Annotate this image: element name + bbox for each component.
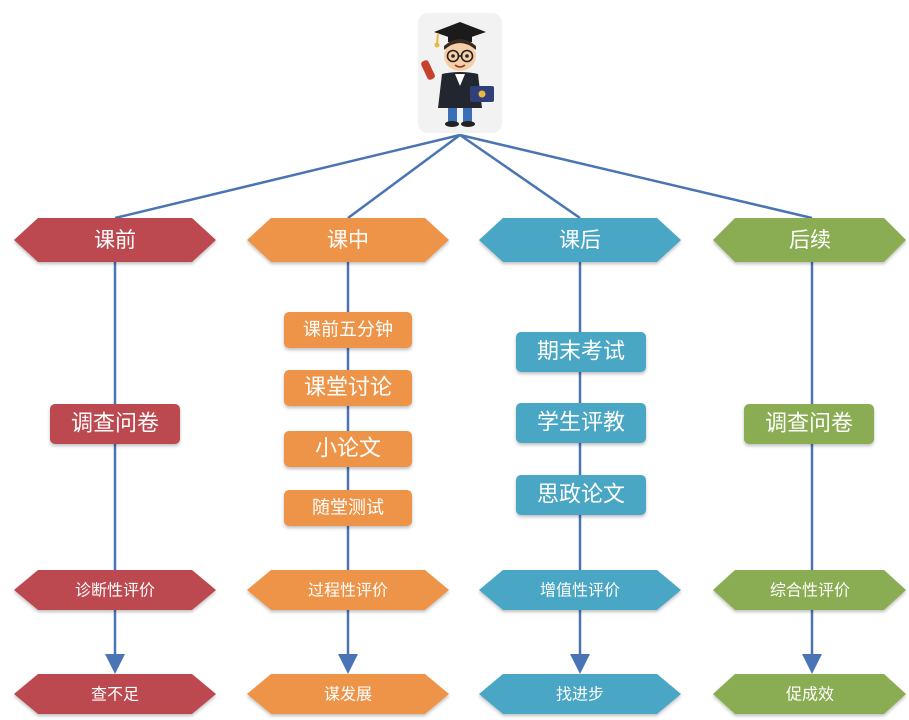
avatar bbox=[418, 13, 502, 133]
header-hexagon bbox=[14, 218, 216, 262]
result-label: 找进步 bbox=[556, 685, 604, 704]
method-label: 课前五分钟 bbox=[303, 320, 393, 341]
method-box bbox=[516, 332, 646, 372]
method-box bbox=[50, 404, 180, 444]
result-label: 促成效 bbox=[786, 685, 834, 704]
method-label: 随堂测试 bbox=[312, 498, 384, 519]
column-in: 课中 课前五分钟 课堂讨论 小论文 随堂测试 过程性评价 谋发展 bbox=[247, 218, 449, 714]
method-label: 思政论文 bbox=[537, 483, 625, 508]
method-box bbox=[516, 403, 646, 443]
column-header: 后续 bbox=[789, 228, 831, 252]
method-label: 课堂讨论 bbox=[304, 376, 392, 401]
header-hexagon bbox=[479, 218, 681, 262]
evaluation-hexagon bbox=[713, 570, 906, 610]
method-label: 期末考试 bbox=[537, 340, 625, 365]
column-header: 课中 bbox=[327, 228, 369, 252]
method-label: 调查问卷 bbox=[71, 412, 159, 437]
column-header: 课前 bbox=[94, 228, 136, 252]
column-header: 课后 bbox=[559, 228, 601, 252]
method-box bbox=[284, 370, 412, 406]
header-hexagon bbox=[713, 218, 906, 262]
evaluation-hexagon bbox=[479, 570, 681, 610]
method-box bbox=[284, 431, 412, 467]
method-label: 小论文 bbox=[315, 437, 381, 462]
graduate-teacher-icon bbox=[421, 22, 494, 127]
method-box bbox=[284, 490, 412, 526]
result-hexagon bbox=[247, 674, 449, 714]
connector-lines bbox=[114, 133, 813, 220]
evaluation-label: 综合性评价 bbox=[770, 581, 850, 600]
connector-to-in bbox=[347, 133, 461, 220]
result-hexagon bbox=[713, 674, 906, 714]
evaluation-hexagon bbox=[14, 570, 216, 610]
result-hexagon bbox=[14, 674, 216, 714]
connector-to-post bbox=[459, 133, 581, 220]
method-box bbox=[744, 404, 874, 444]
method-box bbox=[284, 312, 412, 348]
result-label: 谋发展 bbox=[324, 685, 372, 704]
connector-to-pre bbox=[114, 133, 461, 220]
column-post: 课后 期末考试 学生评教 思政论文 增值性评价 找进步 bbox=[479, 218, 681, 714]
method-label: 调查问卷 bbox=[765, 412, 853, 437]
column-follow: 后续 调查问卷 综合性评价 促成效 bbox=[713, 218, 906, 714]
result-label: 查不足 bbox=[91, 685, 139, 704]
method-label: 学生评教 bbox=[537, 411, 625, 436]
column-pre: 课前 调查问卷 诊断性评价 查不足 bbox=[14, 218, 216, 714]
evaluation-label: 过程性评价 bbox=[308, 581, 388, 600]
connector-to-follow bbox=[459, 133, 813, 220]
header-hexagon bbox=[247, 218, 449, 262]
evaluation-hexagon bbox=[247, 570, 449, 610]
result-hexagon bbox=[479, 674, 681, 714]
method-box bbox=[516, 475, 646, 515]
evaluation-label: 增值性评价 bbox=[540, 581, 620, 600]
evaluation-label: 诊断性评价 bbox=[75, 581, 155, 600]
